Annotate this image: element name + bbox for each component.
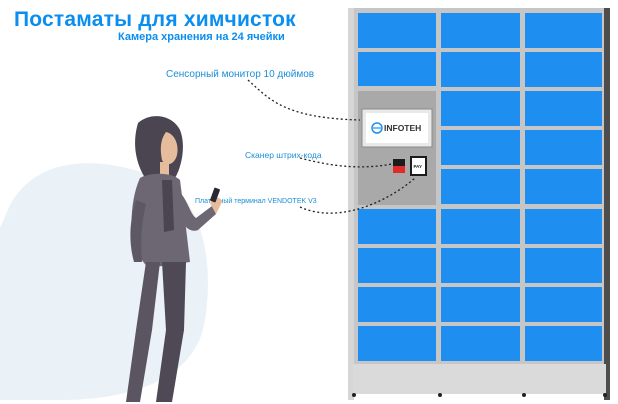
woman-hair <box>135 116 183 188</box>
locker-cell <box>525 130 602 165</box>
locker-cell <box>525 13 602 48</box>
locker-cell <box>525 209 602 244</box>
locker-cell <box>441 91 520 126</box>
phone-icon <box>210 187 220 203</box>
woman-jacket <box>131 173 190 268</box>
locker-cell <box>441 248 520 283</box>
locker-cabinet: INFOTEH PAY <box>348 8 610 400</box>
locker-cell <box>441 130 520 165</box>
callout-terminal-label: Платежный терминал VENDOTEK V3 <box>195 198 317 205</box>
locker-cell <box>358 13 436 48</box>
callout-line-terminal <box>299 177 416 214</box>
locker-cells <box>358 13 602 361</box>
locker-cell <box>441 13 520 48</box>
locker-cell <box>525 287 602 322</box>
woman-legs <box>126 262 160 402</box>
terminal-label: PAY <box>414 164 423 169</box>
callout-lines <box>247 79 416 214</box>
callout-line-monitor <box>247 79 361 121</box>
woman-figure <box>126 116 222 402</box>
callout-monitor-label: Сенсорный монитор 10 дюймов <box>166 69 315 80</box>
locker-cell <box>358 287 436 322</box>
woman-arm <box>176 190 216 231</box>
locker-cell <box>441 287 520 322</box>
callout-line-scanner <box>299 157 393 168</box>
locker-cell <box>358 209 436 244</box>
brand-text: INFOTEH <box>384 123 421 133</box>
infoteh-logo-icon <box>371 122 383 134</box>
locker-cell <box>525 91 602 126</box>
woman-face <box>160 132 178 165</box>
locker-cell <box>441 209 520 244</box>
locker-cell <box>441 169 520 204</box>
locker-cell <box>525 169 602 204</box>
page-title: Постаматы для химчисток <box>14 8 296 31</box>
control-panel <box>358 91 436 205</box>
locker-cell <box>441 326 520 361</box>
page-subtitle: Камера хранения на 24 ячейки <box>118 31 285 43</box>
locker-base <box>353 364 606 394</box>
callout-scanner-label: Сканер штрих-кода <box>245 150 322 160</box>
locker-cell <box>525 52 602 87</box>
locker-cell <box>525 326 602 361</box>
locker-cell <box>441 52 520 87</box>
locker-cell <box>525 248 602 283</box>
locker-cell <box>358 326 436 361</box>
locker-cell <box>358 52 436 86</box>
locker-cell <box>358 248 436 283</box>
